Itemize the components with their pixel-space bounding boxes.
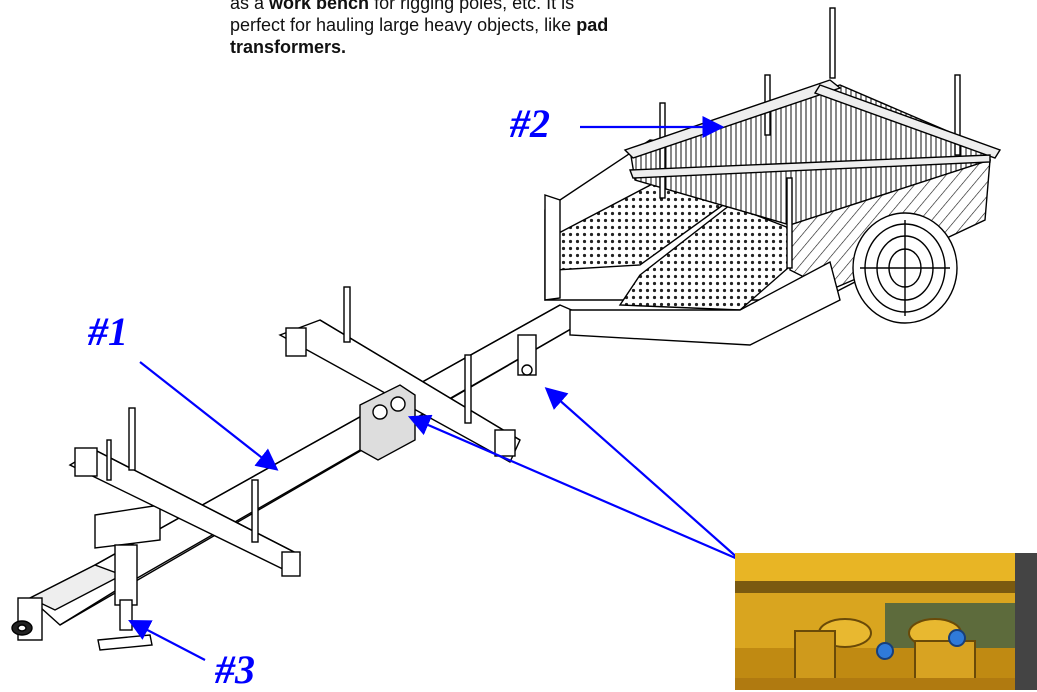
coupler-photo <box>735 553 1037 690</box>
callout-label-2: #2 <box>510 101 550 146</box>
trailer-frame <box>11 7 1002 651</box>
arrow-3 <box>128 619 206 661</box>
front-crossbar <box>68 407 301 577</box>
bed-nose <box>569 260 841 346</box>
arrow-photo-bracket <box>544 387 741 561</box>
hitch-coupler <box>11 597 43 641</box>
desc-transformers: transformers. <box>230 37 347 57</box>
trailer-bed <box>544 7 1002 346</box>
desc-pad: pad <box>576 15 609 35</box>
callout-label-3: #3 <box>215 647 255 692</box>
desc-line1-post: for rigging poles, etc. It is <box>369 0 575 13</box>
desc-line1-pre: as a <box>230 0 270 13</box>
coupling-block <box>359 384 416 461</box>
bed-front-wall <box>544 194 561 301</box>
callout-label-1: #1 <box>88 309 128 354</box>
callout-arrows <box>128 116 741 661</box>
wheel <box>852 212 958 324</box>
desc-work-bench: work bench <box>269 0 370 13</box>
desc-line2-pre: perfect for hauling large heavy objects,… <box>230 15 577 35</box>
arrow-photo-coupler <box>407 414 741 562</box>
bed-grating-right <box>618 204 822 311</box>
description-text: as a work bench for rigging poles, etc. … <box>230 0 870 58</box>
coupler-photo-image <box>735 553 1037 690</box>
jack-stand <box>94 504 161 651</box>
arrow-1 <box>139 361 279 471</box>
